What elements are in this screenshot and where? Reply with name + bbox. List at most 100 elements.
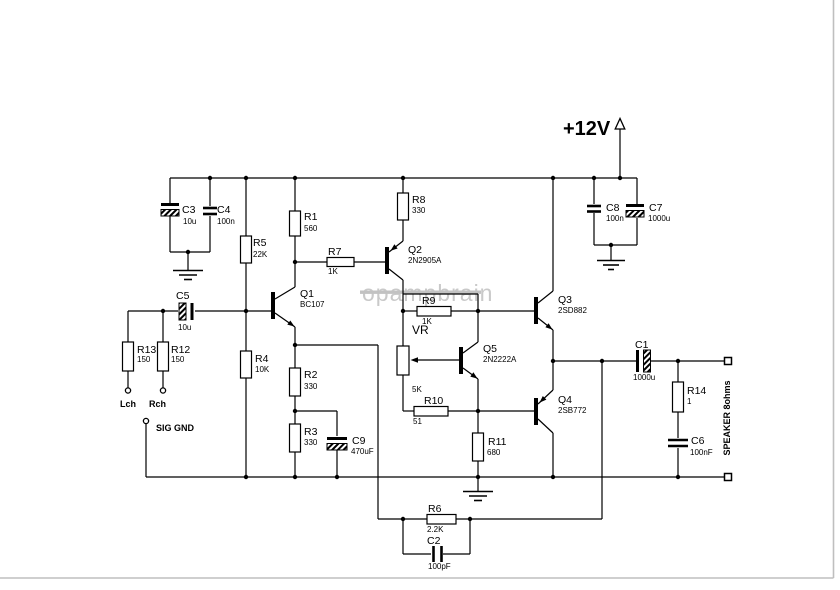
q3-val: 2SD882 [558, 306, 587, 315]
c9-val: 470uF [351, 447, 374, 456]
c7-ref: C7 [649, 202, 663, 214]
transistor-q5: Q5 2N2222A [459, 343, 517, 379]
lch-label: Lch [120, 399, 136, 409]
c5-val: 10u [178, 323, 191, 332]
watermark: opampbrain [360, 280, 492, 306]
c2-val: 100pF [428, 562, 451, 571]
resistor-r14: R14 1 [671, 381, 706, 413]
resistor-r6: R6 2.2K [426, 503, 457, 534]
r9-ref: R9 [422, 295, 436, 307]
r3-val: 330 [304, 438, 318, 447]
capacitor-c1: C1 1000u [633, 339, 655, 382]
transistor-q2: Q2 2N2905A [385, 244, 442, 274]
c6-ref: C6 [691, 435, 705, 447]
transistor-q1: Q1 BC107 [271, 288, 325, 327]
resistor-r7: R7 1K [326, 246, 355, 276]
r9-val: 1K [422, 317, 432, 326]
transistor-q3: Q3 2SD882 [534, 294, 587, 330]
resistor-r2: R2 330 [288, 367, 318, 397]
rch-terminal-icon [159, 387, 167, 394]
vr-wiper-arrow-icon [410, 357, 418, 363]
ground-symbol-supply [597, 259, 625, 271]
speaker-plus-terminal-icon [723, 356, 733, 366]
capacitor-c8: C8 100n [587, 202, 624, 223]
r2-val: 330 [304, 382, 318, 391]
vr-ref: VR [412, 323, 429, 337]
capacitor-c7: C7 1000u [625, 202, 670, 223]
r13-ref: R13 [137, 344, 156, 356]
resistor-r13: R13 150 [121, 341, 156, 372]
vr-val: 5K [412, 385, 422, 394]
c1-val: 1000u [633, 373, 655, 382]
capacitor-c3: C3 10u [160, 203, 196, 226]
c2-ref: C2 [427, 535, 441, 547]
c7-val: 1000u [648, 214, 670, 223]
c3-val: 10u [183, 217, 196, 226]
ground-symbol-rail [463, 490, 493, 502]
q5-ref: Q5 [483, 343, 497, 355]
c8-ref: C8 [606, 202, 620, 214]
capacitor-c9: C9 470uF [326, 435, 374, 456]
r7-ref: R7 [328, 246, 342, 258]
q3-ref: Q3 [558, 294, 572, 306]
c5-ref: C5 [176, 290, 190, 302]
capacitor-c4: C4 100n [203, 204, 235, 226]
resistor-r11: R11 680 [471, 432, 507, 462]
r5-ref: R5 [253, 237, 267, 249]
r10-ref: R10 [424, 395, 443, 407]
resistor-r1: R1 560 [288, 210, 318, 237]
r8-val: 330 [412, 206, 426, 215]
r3-ref: R3 [304, 426, 318, 438]
power-arrow-icon [614, 116, 626, 130]
r14-ref: R14 [687, 385, 706, 397]
sig-gnd-terminal-icon [142, 417, 150, 425]
q4-val: 2SB772 [558, 406, 587, 415]
r2-ref: R2 [304, 369, 318, 381]
c9-ref: C9 [352, 435, 366, 447]
terminal-rch: Rch [149, 387, 167, 409]
resistor-r9: R9 1K [416, 295, 452, 326]
resistor-r5: R5 22K [239, 235, 268, 264]
r11-ref: R11 [488, 436, 507, 448]
r1-val: 560 [304, 224, 318, 233]
capacitor-c5: C5 10u [176, 290, 194, 332]
lch-terminal-icon [124, 387, 132, 394]
power-label: +12V [563, 118, 611, 140]
resistor-r3: R3 330 [288, 423, 318, 453]
q2-val: 2N2905A [408, 256, 442, 265]
terminal-sig-gnd: SIG GND [142, 417, 195, 433]
r12-val: 150 [171, 355, 185, 364]
resistor-r8: R8 330 [396, 192, 426, 221]
q1-ref: Q1 [300, 288, 314, 300]
c3-ref: C3 [182, 204, 196, 216]
resistor-r10: R10 51 [413, 395, 449, 426]
c6-val: 100nF [690, 448, 713, 457]
speaker-minus-terminal-icon [723, 472, 733, 482]
rch-label: Rch [149, 399, 166, 409]
r10-val: 51 [413, 417, 422, 426]
r11-val: 680 [487, 448, 501, 457]
capacitor-c6: C6 100nF [668, 435, 713, 457]
transistor-q4: Q4 2SB772 [534, 394, 587, 425]
r6-ref: R6 [428, 503, 442, 515]
power-12v: +12V [563, 116, 626, 140]
capacitor-c2: C2 100pF [427, 535, 451, 571]
c4-val: 100n [217, 217, 235, 226]
r13-val: 150 [137, 355, 151, 364]
q4-ref: Q4 [558, 394, 572, 406]
terminal-lch: Lch [120, 387, 136, 409]
r5-val: 22K [253, 250, 268, 259]
q5-val: 2N2222A [483, 355, 517, 364]
terminal-speaker: SPEAKER 8ohms [722, 356, 733, 482]
speaker-label: SPEAKER 8ohms [722, 380, 732, 455]
resistor-r12: R12 150 [156, 341, 190, 372]
r8-ref: R8 [412, 194, 426, 206]
potentiometer-vr: VR 5K [396, 323, 429, 394]
r4-ref: R4 [255, 353, 269, 365]
r14-val: 1 [687, 397, 692, 406]
q1-val: BC107 [300, 300, 325, 309]
sig-gnd-label: SIG GND [156, 423, 195, 433]
c1-ref: C1 [635, 339, 649, 351]
